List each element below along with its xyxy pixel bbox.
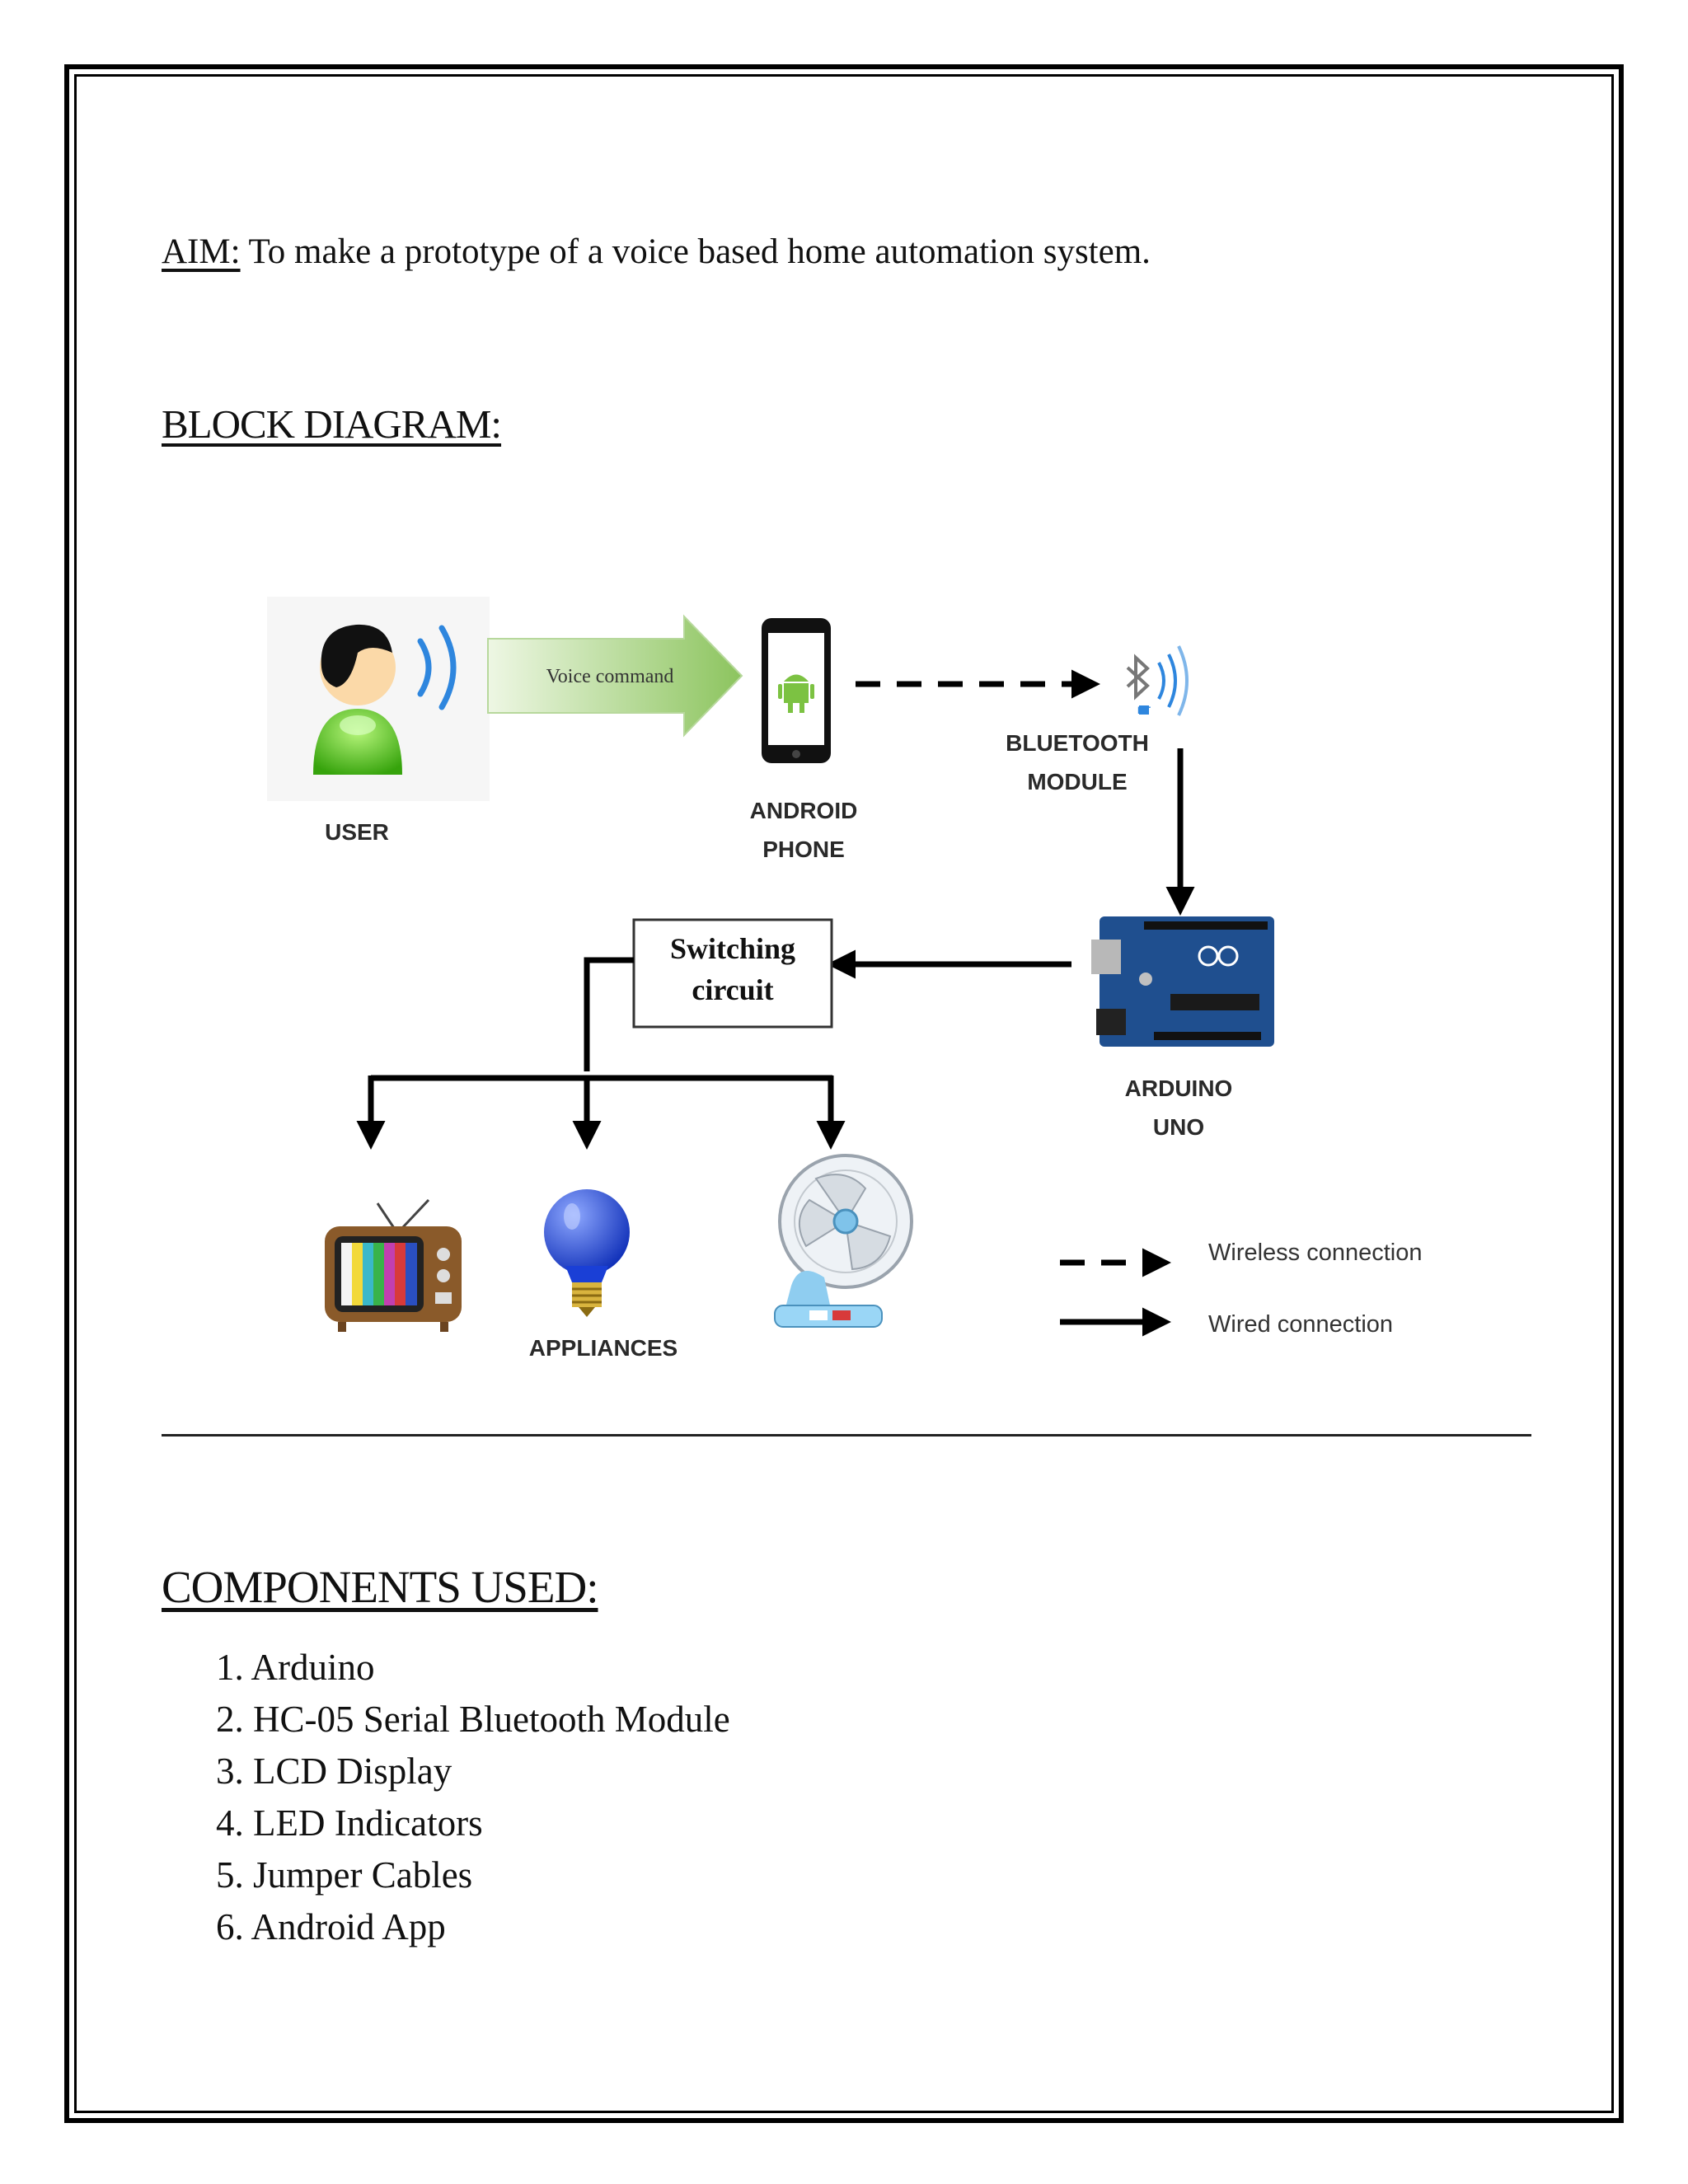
table-fan-icon [774, 1154, 913, 1328]
component-item: 4. LED Indicators [216, 1802, 483, 1844]
android-label-line1: ANDROID [750, 798, 858, 823]
legend-wireless-label: Wireless connection [1208, 1240, 1423, 1266]
component-item: 6. Android App [216, 1906, 446, 1947]
light-bulb-icon [544, 1189, 630, 1317]
user-label: USER [325, 819, 389, 845]
components-list: 1. Arduino 2. HC-05 Serial Bluetooth Mod… [216, 1642, 730, 1953]
page-border-inner [74, 74, 1614, 2113]
aim-statement: AIM: To make a prototype of a voice base… [162, 224, 1151, 280]
appliances-label: APPLIANCES [529, 1335, 678, 1361]
arduino-label-line2: UNO [1153, 1114, 1204, 1140]
aim-text: To make a prototype of a voice based hom… [240, 232, 1151, 271]
aim-label: AIM: [162, 232, 241, 271]
android-phone-icon [762, 618, 831, 763]
arduino-label-line1: ARDUINO [1125, 1076, 1233, 1101]
television-icon [325, 1198, 462, 1332]
component-item: 3. LCD Display [216, 1750, 452, 1792]
switching-circuit-label-line2: circuit [692, 973, 773, 1006]
bluetooth-logo-text: BT [1137, 705, 1151, 716]
voice-command-label: Voice command [546, 666, 674, 687]
bluetooth-label-line1: BLUETOOTH [1006, 730, 1149, 756]
switching-circuit-box [632, 918, 833, 1029]
switching-circuit-label-line1: Switching [670, 932, 795, 965]
wired-links-appliances [356, 957, 846, 1150]
bluetooth-label-line2: MODULE [1027, 769, 1127, 794]
arduino-uno-icon [1091, 916, 1274, 1047]
section-divider [162, 1434, 1531, 1436]
component-item: 1. Arduino [216, 1647, 375, 1688]
block-diagram: USER Voice command ANDROID PHONE BT BLUE… [267, 597, 1423, 1361]
legend-wired-label: Wired connection [1208, 1311, 1393, 1338]
block-diagram-heading: BLOCK DIAGRAM: [162, 401, 502, 447]
components-heading: COMPONENTS USED: [162, 1562, 598, 1612]
component-item: 2. HC-05 Serial Bluetooth Module [216, 1699, 730, 1740]
android-label-line2: PHONE [762, 837, 845, 862]
bluetooth-icon [1126, 645, 1189, 716]
component-item: 5. Jumper Cables [216, 1854, 473, 1896]
user-icon [267, 597, 490, 801]
page-border-outer [64, 64, 1624, 2123]
voice-command-arrow [487, 614, 743, 738]
